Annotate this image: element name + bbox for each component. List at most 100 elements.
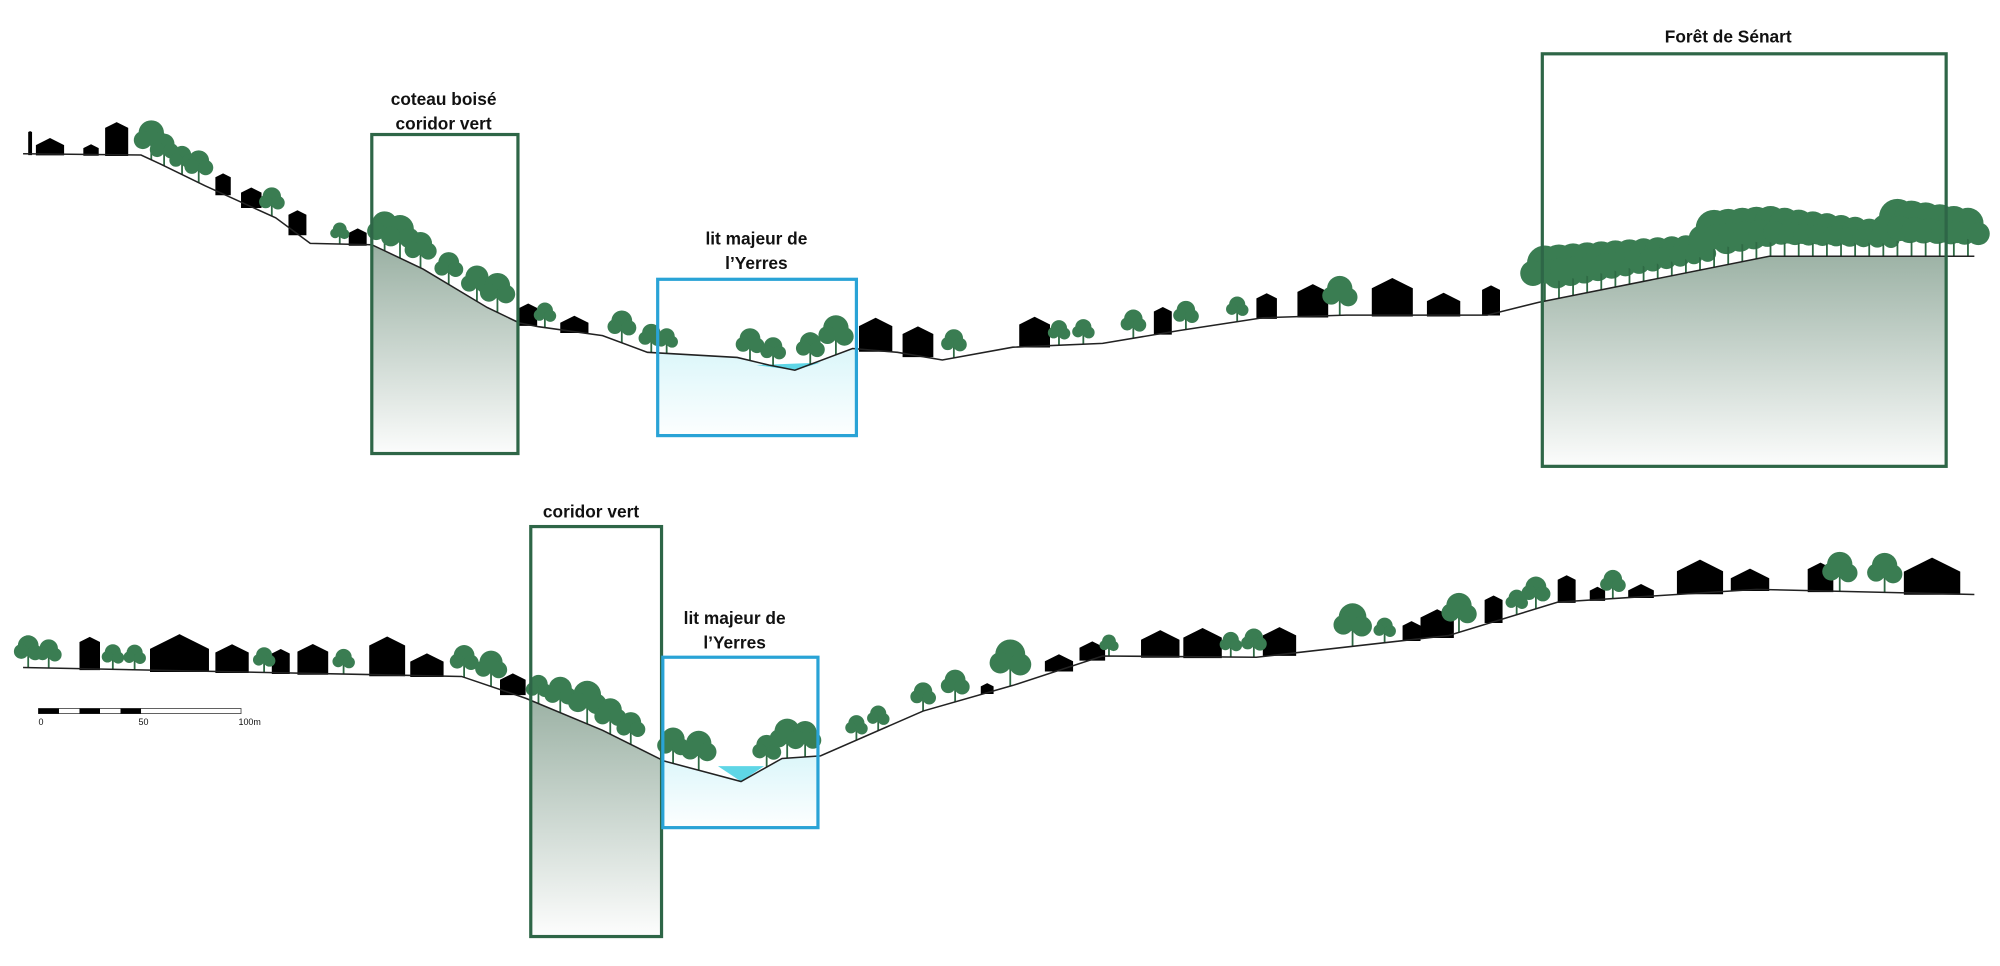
tree-trunk	[338, 230, 341, 245]
tree-crown	[533, 309, 546, 321]
tree-crown	[48, 647, 62, 662]
tree-trunk	[537, 685, 540, 704]
bottom-terrain-line	[23, 588, 1975, 783]
building-icon	[297, 643, 329, 675]
tree-trunk	[1611, 580, 1614, 599]
tree-crown	[133, 131, 152, 150]
tree-trunk	[1685, 248, 1687, 273]
tree-icon	[123, 644, 146, 670]
building-icon	[1256, 293, 1277, 319]
tree-trunk	[765, 746, 768, 768]
scale-bar: 0 50 100m	[38, 708, 261, 727]
tree-crown	[809, 341, 825, 358]
tree-crown	[101, 651, 114, 663]
building-icon	[560, 315, 589, 334]
tree-icon	[1120, 309, 1147, 339]
tree-crown	[1322, 286, 1341, 305]
tree-trunk	[1838, 565, 1841, 592]
coteau-boise-frame	[370, 132, 520, 456]
tree-icon	[1867, 552, 1903, 593]
tree-crown	[1226, 303, 1238, 315]
tree-trunk	[609, 711, 612, 735]
tree-icon	[941, 329, 967, 358]
tree-trunk	[1252, 638, 1255, 658]
tree-trunk	[342, 657, 345, 675]
tree-crown	[1009, 653, 1032, 676]
tree-icon	[1241, 628, 1267, 658]
tree-crown	[13, 644, 29, 659]
tree-trunk	[672, 740, 674, 764]
tree-icon	[533, 302, 557, 328]
tree-trunk	[47, 649, 50, 669]
tree-trunk	[1132, 319, 1135, 339]
building-icon	[1079, 641, 1106, 661]
tree-crown	[1654, 246, 1673, 265]
tree-icon	[1226, 296, 1249, 322]
tree-crown	[765, 744, 782, 760]
coteau-fill	[371, 244, 518, 454]
building-icon	[79, 636, 100, 671]
building-icon	[1044, 654, 1074, 672]
tree-trunk	[543, 311, 546, 328]
tree-crown	[1609, 251, 1631, 272]
tree-trunk	[463, 656, 465, 678]
section-fills	[371, 244, 1947, 937]
tree-crown	[36, 647, 50, 661]
tree-icon	[1219, 631, 1243, 658]
tree-icon	[818, 315, 854, 355]
tree-crown	[1966, 222, 1990, 246]
tree-crown	[795, 340, 811, 356]
tree-trunk	[111, 653, 114, 670]
tree-crown	[594, 707, 611, 725]
tree-trunk	[1236, 305, 1239, 322]
tree-trunk	[1535, 588, 1537, 609]
tree-icon	[1505, 589, 1528, 615]
tree-crown	[1047, 326, 1060, 339]
tree-crown	[877, 713, 890, 725]
scale-label-50: 50	[138, 717, 148, 727]
building-icon	[410, 653, 444, 678]
tree-trunk	[665, 337, 668, 354]
tree-icon	[434, 252, 464, 285]
tree-icon	[1173, 300, 1199, 330]
building-icon	[83, 144, 99, 156]
tree-trunk	[1586, 260, 1589, 293]
foret-label: Forêt de Sénart	[1665, 26, 1792, 46]
tree-crown	[1132, 318, 1147, 332]
tree-icon	[594, 698, 627, 735]
tree-crown	[772, 345, 786, 360]
tree-crown	[910, 690, 924, 704]
tree-icon	[449, 645, 479, 678]
tree-crown	[789, 730, 806, 748]
tree-trunk	[496, 287, 499, 313]
building-icon	[1676, 559, 1724, 595]
building-icon	[1484, 595, 1503, 624]
tree-crown	[1521, 585, 1537, 601]
tree-crown	[198, 160, 214, 176]
forest-fill	[1542, 256, 1947, 467]
tree-icon	[760, 337, 786, 366]
tree-crown	[666, 335, 678, 348]
tree-crown	[867, 712, 879, 724]
tree-crown	[475, 660, 492, 677]
tree-icon	[404, 231, 437, 268]
tree-trunk	[772, 347, 774, 366]
tree-trunk	[1670, 250, 1673, 276]
tree-crown	[1852, 228, 1870, 247]
tree-trunk	[270, 197, 273, 217]
top-terrain-line	[23, 152, 1975, 372]
tree-crown	[1792, 223, 1814, 245]
tree-icon	[989, 639, 1032, 687]
tree-trunk	[1338, 289, 1341, 316]
tree-trunk	[1229, 640, 1232, 658]
water-surface	[717, 766, 765, 782]
tree-trunk	[629, 723, 632, 745]
tree-trunk	[1009, 656, 1012, 687]
tree-trunk	[1967, 225, 1969, 257]
tree-icon	[330, 222, 350, 245]
building-icon	[369, 636, 406, 677]
tree-trunk	[163, 145, 165, 166]
tree-trunk	[922, 692, 924, 712]
coteau-label-1: coteau boisé	[391, 89, 497, 109]
